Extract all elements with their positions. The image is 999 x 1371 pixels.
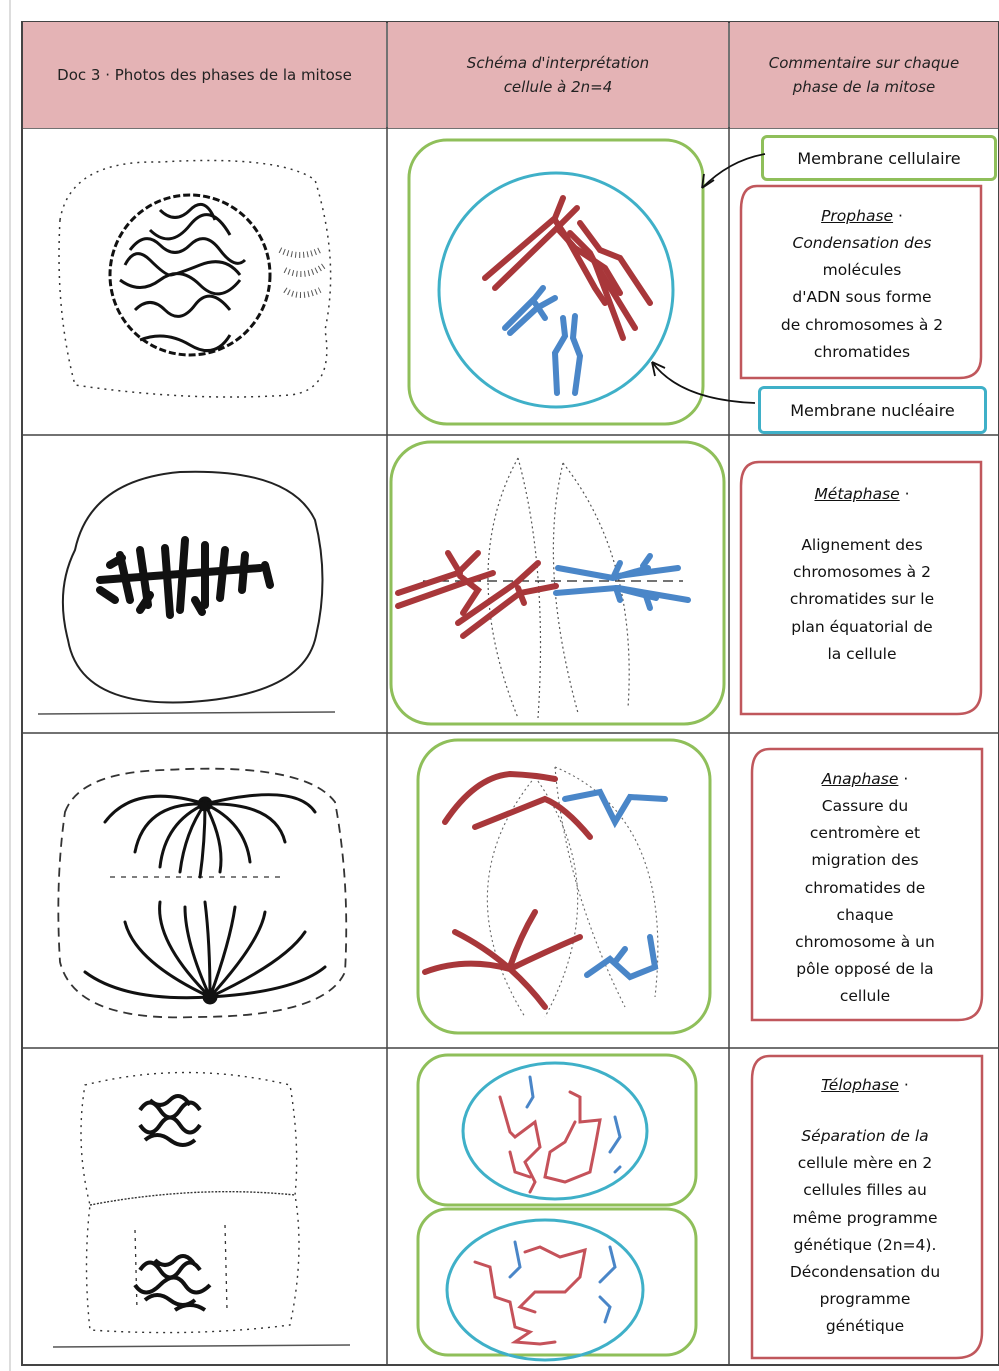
- comment-line: chromosomes à 2: [745, 559, 979, 586]
- anaphase-comment: Anaphase · Cassure du centromère et migr…: [752, 766, 978, 1010]
- comment-line: de chromosomes à 2: [745, 312, 979, 339]
- header-schema: Schéma d'interprétation cellule à 2n=4: [388, 22, 728, 128]
- phase-title: Métaphase: [814, 485, 899, 503]
- phase-title: Anaphase: [822, 770, 899, 788]
- metaphase-photo: [30, 440, 370, 730]
- comment-line: chromatides de: [752, 875, 978, 902]
- comment-line: chromatides sur le: [745, 586, 979, 613]
- header-photos: Doc 3 · Photos des phases de la mitose: [23, 22, 386, 128]
- comment-line: même programme: [752, 1205, 978, 1232]
- comment-line: Cassure du: [752, 793, 978, 820]
- comment-line: chromosome à un: [752, 929, 978, 956]
- comment-line: programme: [752, 1286, 978, 1313]
- telophase-comment: Télophase · Séparation de la cellule mèr…: [752, 1072, 978, 1340]
- comment-line: génétique (2n=4).: [752, 1232, 978, 1259]
- header-commentaire: Commentaire sur chaque phase de la mitos…: [730, 22, 998, 128]
- comment-line: Alignement des: [745, 532, 979, 559]
- comment-line: migration des: [752, 847, 978, 874]
- arrow-head-icon: [702, 174, 714, 188]
- metaphase-schema: [388, 438, 728, 728]
- metaphase-comment: Métaphase · Alignement des chromosomes à…: [745, 481, 979, 668]
- prophase-photo: [40, 140, 380, 440]
- comment-line: génétique: [752, 1313, 978, 1340]
- comment-line: Décondensation du: [752, 1259, 978, 1286]
- comment-line: chromatides: [745, 339, 979, 366]
- comment-line: plan équatorial de: [745, 614, 979, 641]
- comment-line: Séparation de la: [752, 1123, 978, 1150]
- phase-title: Prophase: [821, 207, 893, 225]
- telophase-photo: [45, 1055, 375, 1365]
- phase-title: Télophase: [821, 1076, 899, 1094]
- prophase-comment: Prophase · Condensation des molécules d'…: [745, 203, 979, 366]
- comment-line: Condensation des: [745, 230, 979, 257]
- comment-line: pôle opposé de la: [752, 956, 978, 983]
- comment-line: cellules filles au: [752, 1177, 978, 1204]
- comment-line: cellule mère en 2: [752, 1150, 978, 1177]
- comment-line: centromère et: [752, 820, 978, 847]
- comment-line: la cellule: [745, 641, 979, 668]
- anaphase-schema: [415, 737, 715, 1037]
- blue-chromosome: [505, 288, 555, 333]
- comment-line: molécules: [745, 257, 979, 284]
- telophase-schema: [415, 1052, 705, 1362]
- comment-line: cellule: [752, 983, 978, 1010]
- anaphase-photo: [45, 742, 375, 1042]
- comment-line: d'ADN sous forme: [745, 284, 979, 311]
- comment-line: chaque: [752, 902, 978, 929]
- blue-chromosome: [555, 316, 580, 393]
